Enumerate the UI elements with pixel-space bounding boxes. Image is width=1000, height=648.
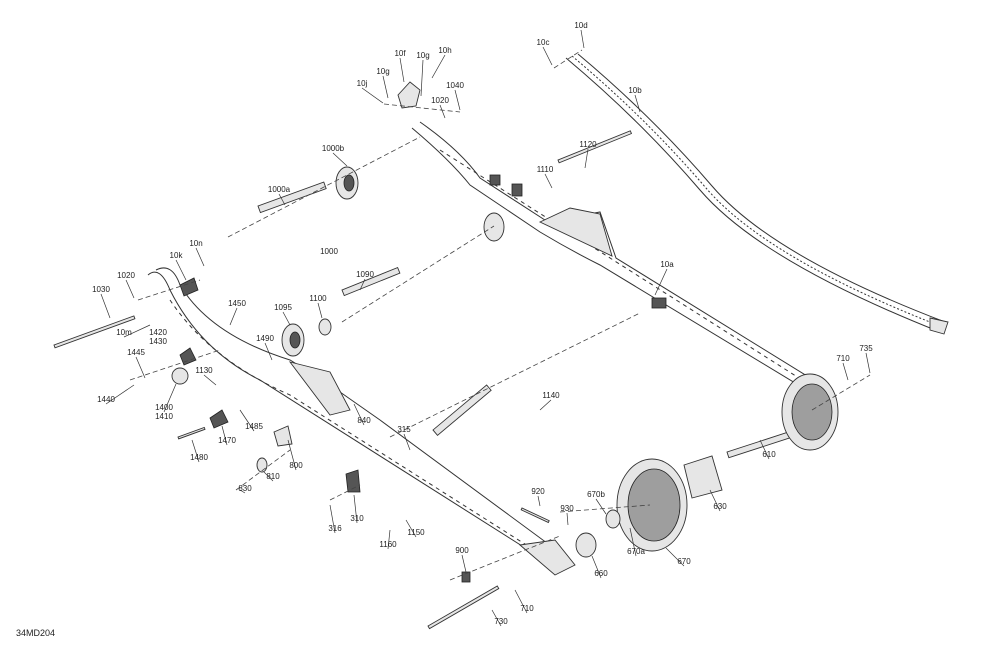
callout-670: 670 xyxy=(677,557,691,566)
callout-1140: 1140 xyxy=(542,391,560,400)
callout-840: 840 xyxy=(357,416,371,425)
right-rail-10a xyxy=(411,121,821,393)
callout-1480: 1480 xyxy=(190,453,208,462)
assembly-lines xyxy=(129,49,871,581)
callout-1400: 1400 xyxy=(155,403,173,412)
callout-10n: 10n xyxy=(189,239,202,248)
callout-10d: 10d xyxy=(574,21,587,30)
slide-bracket-10f xyxy=(397,81,421,109)
left-rail xyxy=(147,267,576,576)
callout-1100: 1100 xyxy=(309,294,327,303)
callout-1000: 1000 xyxy=(320,247,338,256)
callout-1430: 1430 xyxy=(149,337,167,346)
callout-1110: 1110 xyxy=(537,165,554,174)
shafts xyxy=(53,130,796,630)
callout-1440: 1440 xyxy=(97,395,115,404)
callout-1030: 1030 xyxy=(92,285,110,294)
callout-660: 660 xyxy=(594,569,608,578)
callout-1485: 1485 xyxy=(245,422,263,431)
callout-730: 730 xyxy=(494,617,508,626)
callout-10a: 10a xyxy=(660,260,674,269)
callout-1410: 1410 xyxy=(155,412,173,421)
callout-10g: 10g xyxy=(376,67,389,76)
wheels xyxy=(171,166,839,583)
leader-lines xyxy=(100,29,871,627)
callout-10g: 10g xyxy=(416,51,429,60)
callout-670a: 670a xyxy=(627,547,645,556)
callout-810: 810 xyxy=(266,472,280,481)
callout-1020: 1020 xyxy=(431,96,449,105)
callout-310: 310 xyxy=(350,514,364,523)
callout-930: 930 xyxy=(560,504,574,513)
callout-1120: 1120 xyxy=(579,140,597,149)
callout-10k: 10k xyxy=(170,251,184,260)
callout-1450: 1450 xyxy=(228,299,246,308)
diagram-reference-code: 34MD204 xyxy=(16,628,55,638)
callout-630: 630 xyxy=(713,502,727,511)
callout-1000b: 1000b xyxy=(322,144,345,153)
callout-920: 920 xyxy=(531,487,545,496)
callout-10b: 10b xyxy=(628,86,642,95)
callout-1000a: 1000a xyxy=(268,185,291,194)
callout-1160: 1160 xyxy=(379,540,397,549)
callout-1040: 1040 xyxy=(446,81,464,90)
callout-labels: 10d 10c 10f 10g 10h 10g 10j 1040 1020 10… xyxy=(92,21,873,626)
callout-800: 800 xyxy=(289,461,303,470)
callout-1445: 1445 xyxy=(127,348,145,357)
callout-900: 900 xyxy=(455,546,469,555)
callout-10j: 10j xyxy=(357,79,368,88)
callout-1420: 1420 xyxy=(149,328,167,337)
callout-1130: 1130 xyxy=(195,366,213,375)
callout-1470: 1470 xyxy=(218,436,236,445)
callout-610: 610 xyxy=(762,450,776,459)
callout-670b: 670b xyxy=(587,490,605,499)
callout-10f: 10f xyxy=(394,49,406,58)
callout-316: 316 xyxy=(328,524,342,533)
track-rail-10b xyxy=(565,53,949,335)
callout-830: 830 xyxy=(238,484,252,493)
callout-1090: 1090 xyxy=(356,270,374,279)
callout-10m: 10m xyxy=(116,328,132,337)
callout-315: 315 xyxy=(397,425,411,434)
callout-10c: 10c xyxy=(537,38,550,47)
callout-1150: 1150 xyxy=(407,528,425,537)
callout-710: 710 xyxy=(836,354,850,363)
callout-1490: 1490 xyxy=(256,334,274,343)
callout-735: 735 xyxy=(859,344,873,353)
callout-710: 710 xyxy=(520,604,534,613)
callout-1095: 1095 xyxy=(274,303,292,312)
callout-10h: 10h xyxy=(438,46,451,55)
callout-1020: 1020 xyxy=(117,271,135,280)
